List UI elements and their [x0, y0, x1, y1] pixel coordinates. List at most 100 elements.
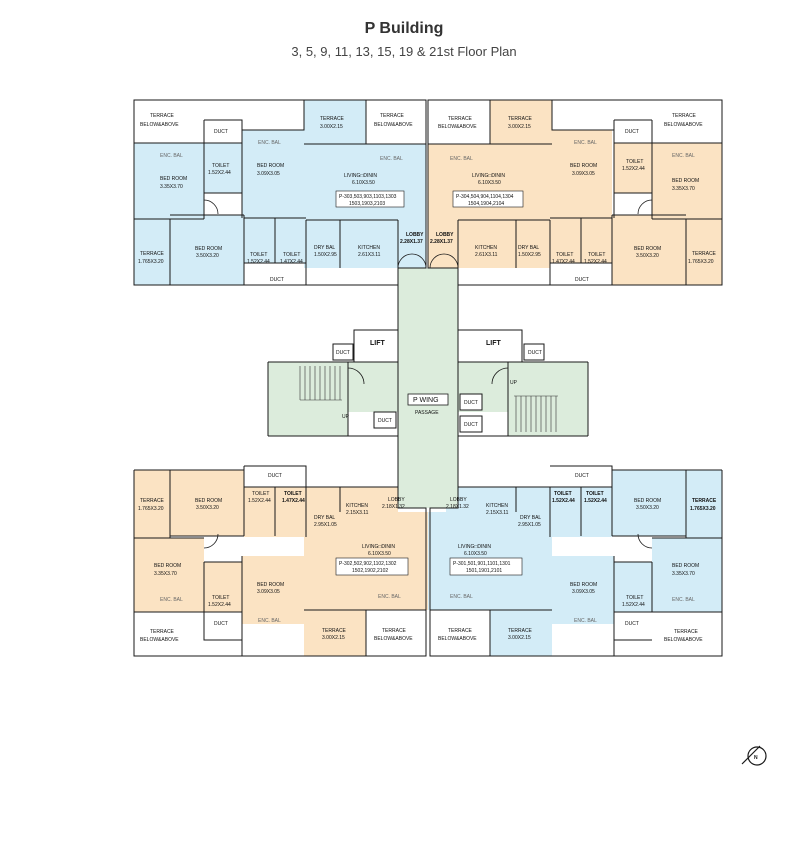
living-label: LIVING□DININ [362, 544, 395, 550]
room-dim: 1.52X2.44 [552, 498, 575, 504]
room-fill [612, 215, 686, 285]
duct-label: DUCT [378, 418, 392, 424]
toilet-label: TOILET [212, 163, 229, 169]
door-swing [637, 199, 653, 215]
toilet-label: TOILET [588, 252, 605, 258]
room-fill [242, 556, 304, 624]
below-above-label: BELOW&ABOVE [140, 637, 179, 643]
flat-numbers: 1501,1901,2101 [466, 568, 502, 574]
duct-box [332, 343, 354, 361]
living-label: LIVING□DININ [472, 173, 505, 179]
enc-bal-label: ENC. BAL [672, 153, 695, 159]
room-fill [134, 538, 204, 612]
room-fill [458, 220, 550, 268]
duct-box [459, 415, 483, 433]
room-dim: 6.10X3.50 [352, 180, 375, 186]
room-dim: 3.00X2.15 [320, 124, 343, 130]
room-dim: 3.35X3.70 [154, 571, 177, 577]
room-dim: 1.765X3.20 [138, 259, 164, 265]
room-dim: 3.00X2.15 [508, 124, 531, 130]
duct-label: DUCT [575, 277, 589, 283]
duct-box [459, 393, 483, 411]
wing-label: P WING [413, 397, 439, 404]
terrace-label: TERRACE [380, 113, 405, 119]
toilet-label: TOILET [626, 159, 643, 165]
core-area [268, 268, 588, 508]
room-dim: 2.18X1.32 [382, 504, 405, 510]
wing-label-box [407, 393, 449, 406]
room-fill [612, 470, 686, 536]
flat-number-box [335, 557, 409, 576]
room-dim: 1.52X2.44 [208, 602, 231, 608]
room-dim: 1.47X2.44 [552, 259, 575, 265]
room-dim: 3.09X3.05 [572, 589, 595, 595]
room-fill [134, 219, 170, 285]
flat-numbers: P-302,502,902,1102,1302 [339, 561, 397, 567]
stair-up-label: UP [342, 414, 350, 420]
door-swing [397, 253, 427, 269]
door-swing [491, 367, 509, 385]
duct-label: DUCT [270, 277, 284, 283]
terrace-label: TERRACE [150, 629, 175, 635]
door-swing [429, 253, 459, 269]
flat-numbers: P-303,503,903,1103,1303 [339, 194, 397, 200]
lift-right [457, 329, 523, 363]
terrace-label: TERRACE [448, 628, 473, 634]
below-above-label: BELOW&ABOVE [438, 636, 477, 642]
duct-label: DUCT [575, 473, 589, 479]
room-dim: 1.52X2.44 [622, 602, 645, 608]
labels: TERRACE BELOW&ABOVE DUCT ENC. BAL TERRAC… [138, 113, 758, 761]
duct-label: DUCT [214, 621, 228, 627]
bed-room-label: BED ROOM [570, 582, 597, 588]
page-title: P Building [364, 20, 444, 37]
room-dim: 3.09X3.05 [257, 171, 280, 177]
dry-bal-label: DRY BAL [518, 245, 539, 251]
dry-bal-label: DRY BAL [314, 515, 335, 521]
room-dim: 1.765X3.20 [690, 506, 716, 512]
below-above-label: BELOW&ABOVE [438, 124, 477, 130]
enc-bal-label: ENC. BAL [672, 597, 695, 603]
room-dim: 3.35X3.70 [672, 571, 695, 577]
bed-room-label: BED ROOM [634, 246, 661, 252]
toilet-label: TOILET [250, 252, 267, 258]
lobby-label: LOBBY [436, 232, 454, 238]
duct-label: DUCT [464, 422, 478, 428]
page-subtitle: 3, 5, 9, 11, 13, 15, 19 & 21st Floor Pla… [291, 44, 517, 59]
toilet-label: TOILET [626, 595, 643, 601]
room-fill [686, 470, 722, 538]
toilet-label: TOILET [212, 595, 229, 601]
flat-numbers: 1503,1903,2103 [349, 201, 385, 207]
enc-bal-label: ENC. BAL [574, 140, 597, 146]
room-fill [550, 130, 612, 220]
door-swing [203, 199, 219, 215]
room-dim: 1.52X2.44 [584, 498, 607, 504]
door-swing [203, 533, 219, 549]
passage-label: PASSAGE [415, 410, 439, 416]
corridor-fill [398, 268, 458, 508]
room-fill [170, 215, 244, 285]
room-dim: 6.10X3.50 [464, 551, 487, 557]
enc-bal-label: ENC. BAL [450, 594, 473, 600]
room-dim: 1.52X2.44 [248, 498, 271, 504]
room-dim: 3.35X3.70 [160, 184, 183, 190]
bed-room-label: BED ROOM [154, 563, 181, 569]
room-dim: 3.50X3.20 [636, 253, 659, 259]
below-above-label: BELOW&ABOVE [374, 122, 413, 128]
toilet-label: TOILET [284, 491, 302, 497]
bed-room-label: BED ROOM [160, 176, 187, 182]
flat-number-box [449, 557, 523, 576]
room-dim: 2.15X3.11 [486, 510, 509, 516]
dry-bal-label: DRY BAL [520, 515, 541, 521]
room-dim: 2.28X1.37 [430, 239, 453, 245]
room-dim: 2.95X1.05 [314, 522, 337, 528]
bed-room-label: BED ROOM [570, 163, 597, 169]
room-fill [204, 143, 242, 193]
enc-bal-label: ENC. BAL [574, 618, 597, 624]
unit-bottom-left [134, 470, 428, 656]
bed-room-label: BED ROOM [257, 163, 284, 169]
toilet-label: TOILET [554, 491, 572, 497]
stair-fill-right [508, 362, 588, 436]
enc-bal-label: ENC. BAL [378, 594, 401, 600]
terrace-label: TERRACE [674, 629, 699, 635]
